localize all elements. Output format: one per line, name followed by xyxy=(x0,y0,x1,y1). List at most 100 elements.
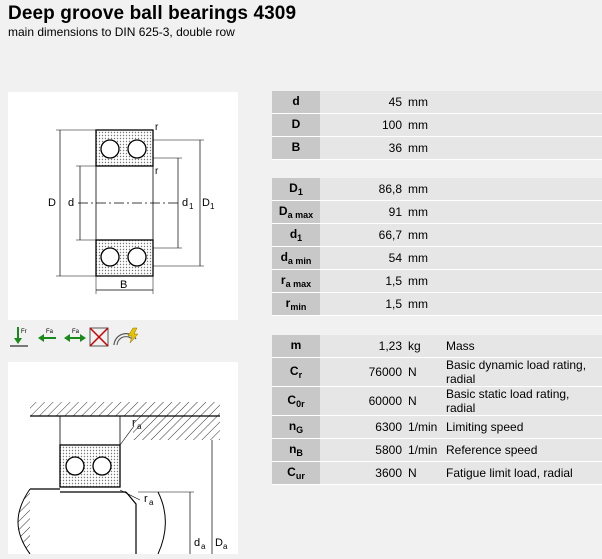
value-cell: 91 xyxy=(320,200,408,224)
page-subtitle: main dimensions to DIN 625-3, double row xyxy=(8,25,235,39)
label-ra-bottom: r xyxy=(144,493,148,505)
value-cell: 60000 xyxy=(320,386,408,416)
symbol-cell: D1 xyxy=(272,178,320,201)
unit-cell: mm xyxy=(408,113,440,137)
empty-cell xyxy=(440,91,602,114)
unit-cell: mm xyxy=(408,200,440,224)
axial-load-left-icon: Fa xyxy=(38,329,56,342)
value-cell: 5800 xyxy=(320,438,408,462)
table-row: B 36 mm xyxy=(272,136,602,160)
label-ra-bottom-sub: a xyxy=(149,498,154,507)
performance-data-table: m 1,23 kg Mass Cr 76000 N Basic dynamic … xyxy=(272,335,602,485)
description-cell: Basic dynamic load rating, radial xyxy=(440,357,602,387)
empty-cell xyxy=(440,178,602,201)
description-cell: Fatigue limit load, radial xyxy=(440,461,602,485)
symbol-cell: Da max xyxy=(272,200,320,224)
label-d: d xyxy=(68,197,74,209)
label-ra-top: r xyxy=(132,417,136,429)
bearing-section-drawing: D d d 1 D 1 B r r xyxy=(8,92,238,320)
unit-cell: mm xyxy=(408,246,440,270)
table-row: ra max 1,5 mm xyxy=(272,269,602,293)
table-row: D1 86,8 mm xyxy=(272,178,602,201)
radial-load-icon: Fr xyxy=(10,327,28,347)
empty-cell xyxy=(440,269,602,293)
empty-cell xyxy=(440,200,602,224)
value-cell: 76000 xyxy=(320,357,408,387)
unit-cell: mm xyxy=(408,178,440,201)
table-row: D 100 mm xyxy=(272,113,602,137)
unit-cell: mm xyxy=(408,292,440,316)
table-row: Da max 91 mm xyxy=(272,200,602,224)
unit-cell: N xyxy=(408,461,440,485)
empty-cell xyxy=(440,136,602,160)
description-cell: Reference speed xyxy=(440,438,602,462)
label-D1: D xyxy=(202,197,210,209)
unit-cell: mm xyxy=(408,269,440,293)
value-cell: 45 xyxy=(320,91,408,114)
mounting-dimensions-table: D1 86,8 mm Da max 91 mm d1 66,7 mm da mi… xyxy=(272,178,602,316)
symbol-cell: d xyxy=(272,91,320,114)
value-cell: 66,7 xyxy=(320,223,408,247)
label-d1-sub: 1 xyxy=(189,202,194,211)
load-icons-row: Fr Fa Fa xyxy=(8,325,148,351)
table-row: d1 66,7 mm xyxy=(272,223,602,247)
main-dimensions-table: d 45 mm D 100 mm B 36 mm xyxy=(272,91,602,160)
ball-bottom-left xyxy=(100,247,120,267)
table-row: nB 5800 1/min Reference speed xyxy=(272,438,602,462)
ball-top-left xyxy=(100,139,120,159)
ball-top-right xyxy=(127,139,147,159)
value-cell: 1,23 xyxy=(320,335,408,358)
symbol-cell: Cr xyxy=(272,357,320,387)
unit-cell: N xyxy=(408,357,440,387)
value-cell: 36 xyxy=(320,136,408,160)
description-cell: Mass xyxy=(440,335,602,358)
label-r-inner: r xyxy=(155,166,159,177)
label-d1: d xyxy=(182,197,188,209)
not-suitable-icon xyxy=(89,327,109,347)
table-row: rmin 1,5 mm xyxy=(272,292,602,316)
symbol-cell: da min xyxy=(272,246,320,270)
bearing-section-svg: D d d 1 D 1 B r r xyxy=(48,122,215,294)
unit-cell: 1/min xyxy=(408,438,440,462)
table-row: da min 54 mm xyxy=(272,246,602,270)
unit-cell: kg xyxy=(408,335,440,358)
mounting-drawing: r a r a d a D a xyxy=(8,362,238,555)
value-cell: 100 xyxy=(320,113,408,137)
label-Da-sub: a xyxy=(223,542,228,551)
value-cell: 3600 xyxy=(320,461,408,485)
ball-bottom-right xyxy=(127,247,147,267)
value-cell: 1,5 xyxy=(320,292,408,316)
label-B: B xyxy=(120,279,127,291)
label-D: D xyxy=(48,197,56,209)
table-row: nG 6300 1/min Limiting speed xyxy=(272,415,602,439)
symbol-cell: C0r xyxy=(272,386,320,416)
svg-text:Fr: Fr xyxy=(21,329,27,335)
description-cell: Basic static load rating, radial xyxy=(440,386,602,416)
value-cell: 54 xyxy=(320,246,408,270)
symbol-cell: Cur xyxy=(272,461,320,485)
label-ra-top-sub: a xyxy=(137,422,142,431)
empty-cell xyxy=(440,246,602,270)
label-Da: D xyxy=(215,537,223,549)
symbol-cell: d1 xyxy=(272,223,320,247)
value-cell: 86,8 xyxy=(320,178,408,201)
empty-cell xyxy=(440,292,602,316)
table-row: d 45 mm xyxy=(272,91,602,114)
svg-text:Fa: Fa xyxy=(46,329,54,335)
table-row: C0r 60000 N Basic static load rating, ra… xyxy=(272,386,602,416)
label-da: d xyxy=(194,537,200,549)
svg-text:Fa: Fa xyxy=(72,329,80,335)
table-row: Cur 3600 N Fatigue limit load, radial xyxy=(272,461,602,485)
symbol-cell: nB xyxy=(272,438,320,462)
description-cell: Limiting speed xyxy=(440,415,602,439)
unit-cell: mm xyxy=(408,136,440,160)
symbol-cell: nG xyxy=(272,415,320,439)
symbol-cell: D xyxy=(272,113,320,137)
table-row: m 1,23 kg Mass xyxy=(272,335,602,358)
unit-cell: mm xyxy=(408,91,440,114)
value-cell: 6300 xyxy=(320,415,408,439)
label-da-sub: a xyxy=(201,542,206,551)
label-D1-sub: 1 xyxy=(210,202,215,211)
axial-load-both-icon: Fa xyxy=(64,329,86,342)
value-cell: 1,5 xyxy=(320,269,408,293)
